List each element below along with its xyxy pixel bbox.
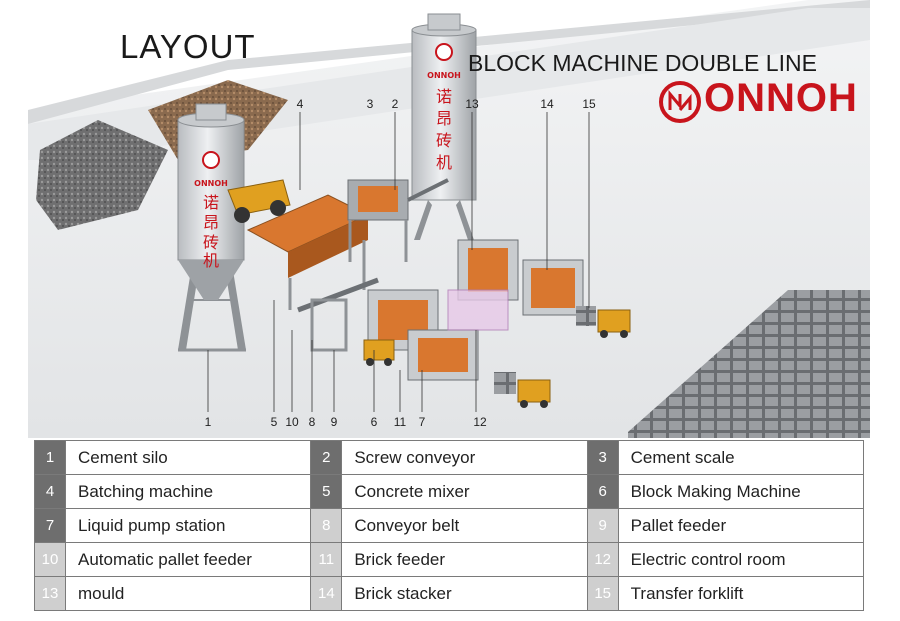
legend-number: 13 (34, 576, 66, 611)
callout-4: 4 (297, 97, 304, 111)
callout-5: 5 (271, 415, 278, 429)
legend-label: Brick stacker (341, 576, 588, 611)
wheel-loader (227, 179, 291, 223)
silo-left-char-3: 砖 (203, 233, 219, 252)
legend-number: 7 (34, 508, 66, 543)
legend-label: Cement scale (617, 440, 865, 475)
callout-leaders (207, 112, 590, 412)
legend-label: Block Making Machine (617, 474, 865, 509)
callout-11: 11 (394, 415, 407, 429)
legend-number: 6 (586, 474, 619, 509)
callout-10: 10 (285, 415, 299, 429)
batching-machine (246, 194, 370, 310)
legend-label: Electric control room (617, 542, 865, 577)
brand-name: ONNOH (704, 76, 858, 120)
silo-left-brand: ONNOH (194, 179, 228, 188)
callout-13: 13 (465, 97, 479, 111)
block-storage-field (628, 290, 870, 438)
pallet-feeder-frame (310, 298, 348, 352)
legend-number: 2 (310, 440, 343, 475)
silo-right-char-1: 诺 (436, 87, 452, 106)
legend-label: Liquid pump station (64, 508, 312, 543)
callout-2: 2 (392, 97, 399, 111)
silo-right-char-3: 砖 (436, 131, 452, 150)
legend-number: 8 (310, 508, 343, 543)
forklift-3 (597, 309, 631, 338)
legend-number: 1 (34, 440, 66, 475)
brand-title: BLOCK MACHINE DOUBLE LINE (468, 50, 817, 76)
callout-8: 8 (309, 415, 316, 429)
legend-number: 12 (586, 542, 619, 577)
legend-label: Pallet feeder (617, 508, 865, 543)
legend-number: 5 (310, 474, 343, 509)
block-machine-line-1 (367, 289, 479, 381)
plant-layout-illustration: ONNOH 诺 昂 砖 机 ONNOH 诺 昂 砖 机 1 2 3 4 5 6 … (28, 0, 870, 438)
callout-9: 9 (331, 415, 338, 429)
silo-right-char-2: 昂 (436, 109, 452, 128)
callout-12: 12 (473, 415, 487, 429)
legend-number: 9 (586, 508, 619, 543)
callout-14: 14 (540, 97, 554, 111)
block-machine-line-2 (447, 239, 584, 331)
legend-number: 15 (586, 576, 619, 611)
legend-label: Conveyor belt (341, 508, 588, 543)
layout-title: LAYOUT (120, 28, 256, 65)
legend-label: Cement silo (64, 440, 312, 475)
legend-label: Transfer forklift (617, 576, 865, 611)
legend-number: 3 (586, 440, 619, 475)
cement-silo-left (177, 103, 246, 352)
legend-label: Batching machine (64, 474, 312, 509)
mixer-platform (347, 178, 449, 262)
silo-right-char-4: 机 (436, 153, 452, 172)
legend-label: Screw conveyor (341, 440, 588, 475)
gravel-pile-dark (36, 120, 168, 230)
legend-number: 10 (34, 542, 66, 577)
forklift-2 (517, 379, 551, 408)
callout-3: 3 (367, 97, 374, 111)
legend-number: 4 (34, 474, 66, 509)
forklift-1 (363, 339, 395, 366)
legend-label: Automatic pallet feeder (64, 542, 312, 577)
legend-number: 14 (310, 576, 343, 611)
cement-silo-right (411, 13, 477, 240)
callout-6: 6 (371, 415, 378, 429)
block-stack-2 (494, 372, 516, 394)
callout-15: 15 (582, 97, 596, 111)
silo-right-brand: ONNOH (427, 71, 461, 80)
callout-7: 7 (419, 415, 426, 429)
brand-logo (659, 81, 701, 123)
silo-left-char-1: 诺 (203, 193, 219, 212)
legend-label: mould (64, 576, 312, 611)
silo-left-char-4: 机 (203, 251, 219, 270)
callout-1: 1 (205, 415, 212, 429)
silo-left-char-2: 昂 (203, 213, 219, 232)
legend-label: Brick feeder (341, 542, 588, 577)
legend-label: Concrete mixer (341, 474, 588, 509)
block-stack-1 (576, 306, 596, 326)
brand-mark-icon (659, 81, 701, 123)
legend-number: 11 (310, 542, 343, 577)
